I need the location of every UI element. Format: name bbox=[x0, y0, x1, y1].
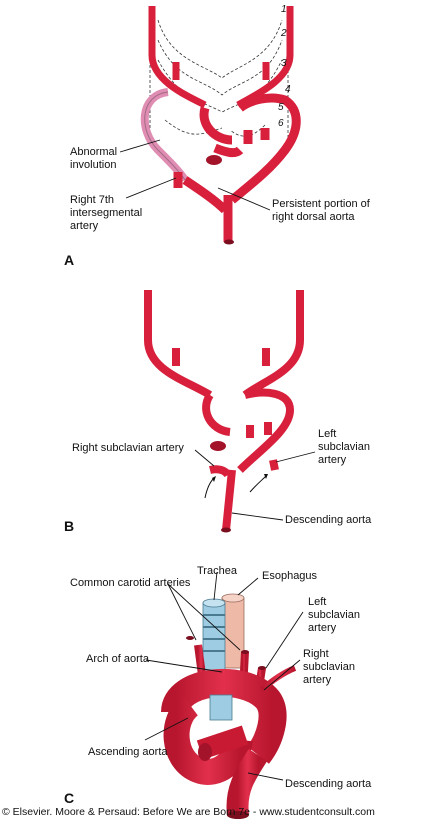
arch-number-5: 5 bbox=[278, 102, 284, 113]
panel-label-b: B bbox=[64, 518, 75, 534]
aortic-arch-vessels bbox=[173, 93, 301, 242]
abnormal-involution-segment bbox=[140, 88, 189, 183]
descending-aorta-shape bbox=[226, 749, 268, 817]
arch-number-3: 3 bbox=[281, 58, 287, 69]
label-left-subclavian-artery-c: Left subclavian artery bbox=[308, 596, 360, 634]
panel-c-diagram bbox=[161, 593, 297, 819]
label-abnormal-involution: Abnormal involution bbox=[70, 146, 118, 171]
carotid-vessels bbox=[148, 6, 294, 109]
arch-number-4: 4 bbox=[285, 84, 291, 95]
arch-number-2: 2 bbox=[281, 28, 287, 39]
label-right-subclavian-artery: Right subclavian artery bbox=[72, 442, 184, 454]
aortic-sac-opening bbox=[206, 155, 222, 165]
label-descending-aorta-b: Descending aorta bbox=[285, 514, 372, 526]
panel-a-diagram bbox=[140, 6, 301, 245]
label-right-subclavian-artery-c: Right subclavian artery bbox=[303, 648, 355, 686]
panel-label-a: A bbox=[64, 252, 75, 268]
label-ascending-aorta: Ascending aorta bbox=[88, 746, 168, 758]
copyright-credit: © Elsevier. Moore & Persaud: Before We a… bbox=[2, 806, 375, 818]
label-common-carotid-arteries: Common carotid arteries bbox=[70, 577, 191, 589]
panel-b-diagram bbox=[144, 290, 304, 531]
label-right-7th-intersegmental-artery: Right 7th intersegmental artery bbox=[70, 194, 143, 232]
arch-number-1: 1 bbox=[281, 4, 287, 15]
panel-b-aortic-sac bbox=[210, 441, 226, 451]
label-esophagus: Esophagus bbox=[262, 570, 318, 582]
arch-of-aorta-shape bbox=[161, 668, 287, 764]
label-left-subclavian-artery: Left subclavian artery bbox=[318, 428, 370, 466]
leader-lines bbox=[119, 139, 316, 781]
arch-number-6: 6 bbox=[278, 118, 284, 129]
label-descending-aorta-c: Descending aorta bbox=[285, 778, 372, 790]
label-arch-of-aorta: Arch of aorta bbox=[86, 653, 149, 665]
label-trachea: Trachea bbox=[197, 565, 237, 577]
panel-label-c: C bbox=[64, 790, 75, 806]
label-persistent-portion: Persistent portion of right dorsal aorta bbox=[272, 198, 370, 223]
